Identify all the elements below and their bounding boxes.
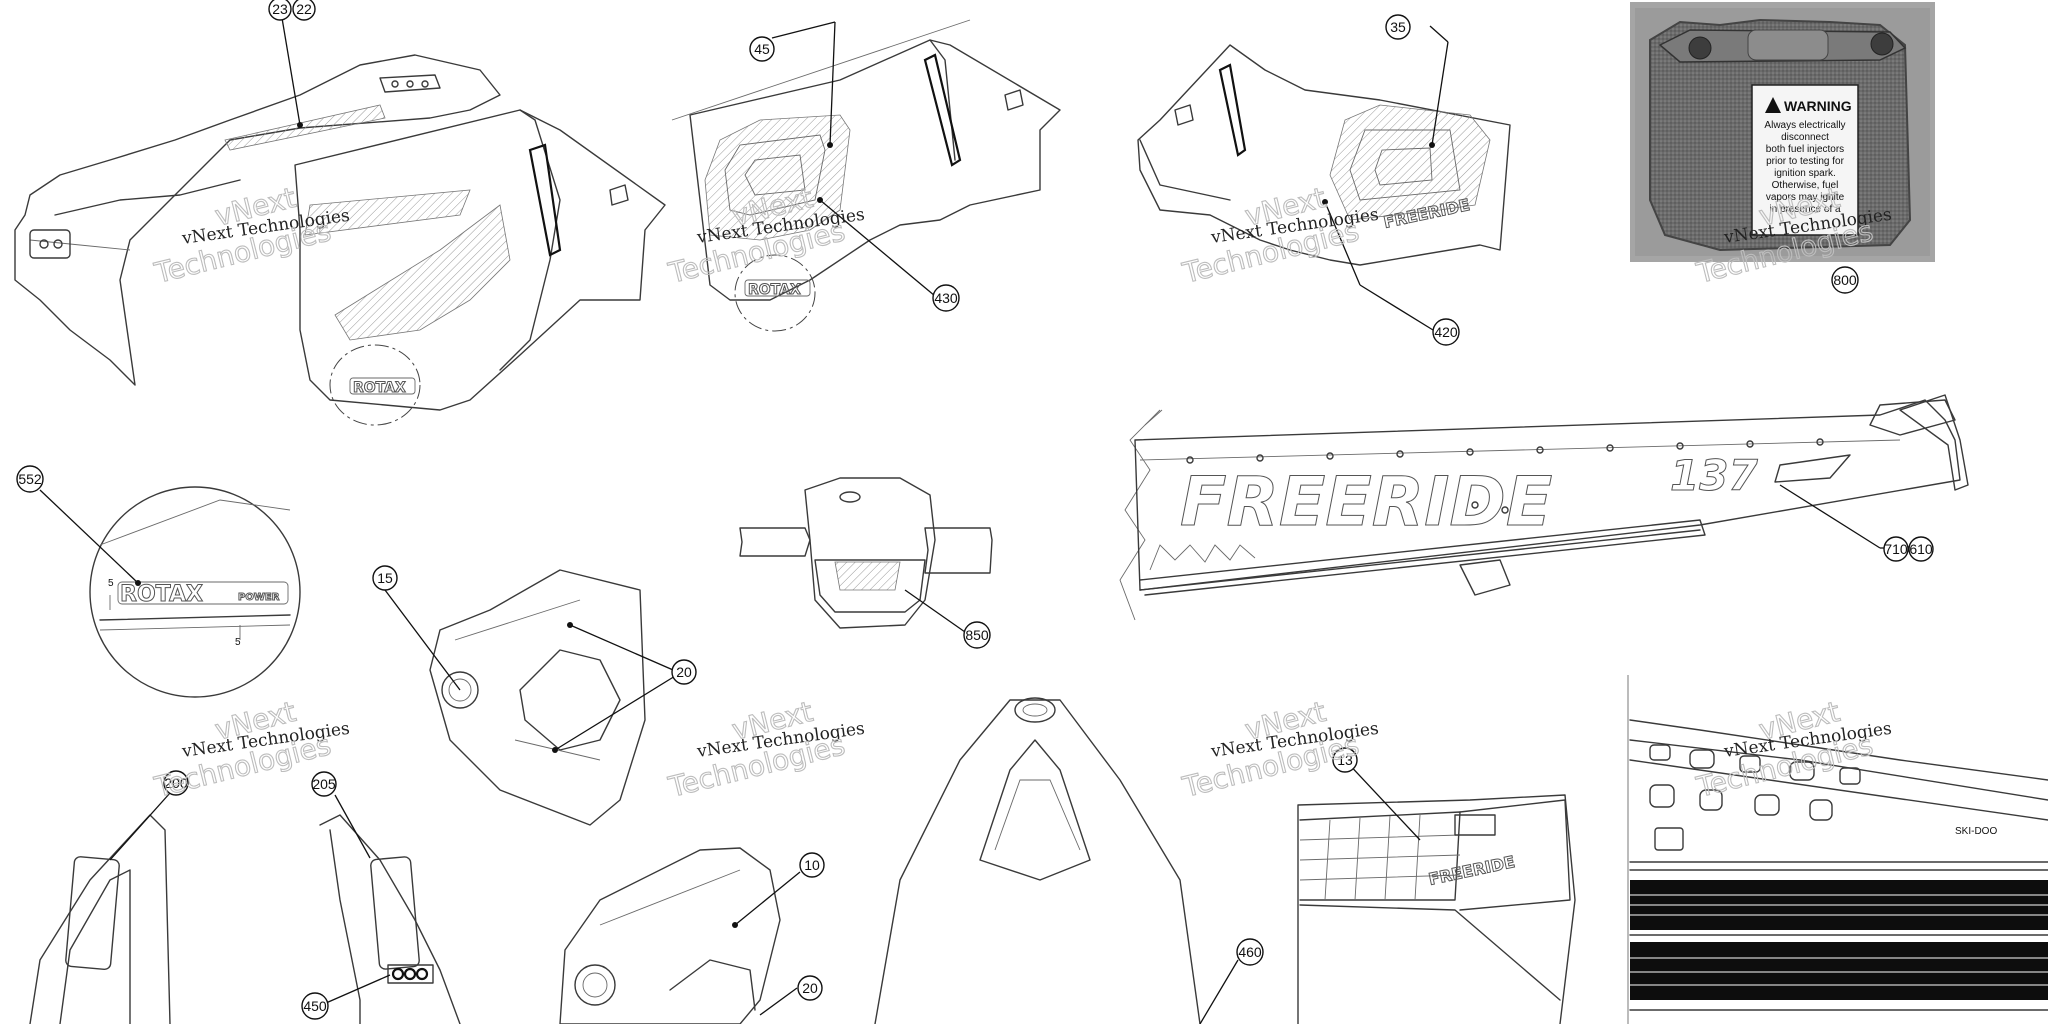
hood-side-panel-view: ROTAX 23 22 xyxy=(14,0,666,426)
callout-10: 10 xyxy=(799,852,825,878)
watermark-6: vNext Technologies Technologies vNext xyxy=(664,694,866,804)
svg-text:ROTAX: ROTAX xyxy=(748,282,801,298)
callout-200: 200 xyxy=(163,770,189,796)
ignition-coil-photo: WARNING Always electrically disconnect b… xyxy=(1630,2,1935,294)
svg-text:610: 610 xyxy=(1909,541,1933,557)
side-panel-lh-view: ROTAX 45 430 xyxy=(671,19,1061,332)
rotax-detail-text: ROTAX xyxy=(120,582,203,607)
svg-text:460: 460 xyxy=(1238,944,1262,960)
warning-line-3: both fuel injectors xyxy=(1766,144,1844,155)
callout-430: 430 xyxy=(932,284,960,312)
svg-text:200: 200 xyxy=(164,775,188,791)
rotax-detail-view: ROTAX POWER 5 5 552 xyxy=(16,465,301,698)
tunnel-top-holes xyxy=(1649,744,1861,821)
hood-top-view: 460 xyxy=(874,697,1264,1024)
callout-420: 420 xyxy=(1432,318,1460,346)
dimension-5-bottom: 5 xyxy=(235,637,241,648)
warning-line-7: vapors may ignite xyxy=(1766,192,1845,203)
rear-rack-view: FREERIDE 13 xyxy=(1297,747,1576,1024)
tunnel-top-view: SKI-DOO xyxy=(1627,675,2048,1024)
rotax-detail-power: POWER xyxy=(238,592,280,603)
svg-text:35: 35 xyxy=(1390,19,1406,35)
model-code-decal: 137 xyxy=(1670,451,1758,500)
dimension-5-left: 5 xyxy=(108,578,114,589)
callout-552: 552 xyxy=(16,465,44,493)
svg-text:205: 205 xyxy=(312,776,336,792)
warning-line-8: in presence of a xyxy=(1769,204,1841,215)
svg-text:420: 420 xyxy=(1434,324,1458,340)
callout-45: 45 xyxy=(749,36,775,62)
svg-text:800: 800 xyxy=(1833,272,1857,288)
ski-doo-decal: SKI-DOO xyxy=(1955,826,1997,837)
svg-text:850: 850 xyxy=(965,627,989,643)
freeride-decal-tunnel: FREERIDE xyxy=(1180,463,1552,542)
callout-22: 22 xyxy=(292,0,316,21)
svg-text:22: 22 xyxy=(296,1,312,17)
svg-text:552: 552 xyxy=(18,471,42,487)
callout-850: 850 xyxy=(963,621,991,649)
callout-35: 35 xyxy=(1385,14,1411,40)
watermark-1: vNext Technologies Technologies vNext xyxy=(150,180,351,290)
callout-710: 710 xyxy=(1883,536,1909,562)
tunnel-side-view: FREERIDE 137 710 610 xyxy=(1119,394,1969,621)
console-view-upper: 15 20 xyxy=(372,565,697,826)
freeride-decal-rack: FREERIDE xyxy=(1427,852,1517,889)
svg-text:45: 45 xyxy=(754,41,770,57)
warning-line-6: Otherwise, fuel xyxy=(1772,180,1839,191)
callout-23: 23 xyxy=(268,0,292,21)
svg-text:23: 23 xyxy=(272,1,288,17)
callout-450: 450 xyxy=(301,992,329,1020)
warning-line-2: disconnect xyxy=(1781,132,1829,143)
console-view-lower: 10 20 xyxy=(559,847,825,1024)
warning-line-1: Always electrically xyxy=(1764,120,1845,131)
warning-line-5: ignition spark. xyxy=(1774,168,1836,179)
callout-20-lower: 20 xyxy=(797,975,823,1001)
rotax-decal-lh: ROTAX xyxy=(744,279,811,299)
watermark-7: vNext Technologies Technologies vNext xyxy=(1178,694,1380,804)
lower-side-panels-view: 200 205 450 xyxy=(29,770,461,1024)
warning-label: WARNING Always electrically disconnect b… xyxy=(1751,84,1859,236)
svg-text:15: 15 xyxy=(377,570,393,586)
svg-text:10: 10 xyxy=(804,857,820,873)
svg-text:20: 20 xyxy=(802,980,818,996)
callout-13: 13 xyxy=(1332,747,1358,773)
svg-text:450: 450 xyxy=(303,998,327,1014)
svg-text:710: 710 xyxy=(1884,541,1908,557)
watermark-8: vNext Technologies Technologies vNext xyxy=(1692,694,1893,804)
callout-800: 800 xyxy=(1831,266,1859,294)
warning-title: WARNING xyxy=(1784,98,1852,114)
warning-line-4: prior to testing for xyxy=(1766,156,1844,167)
side-panel-rh-view: FREERIDE 35 420 xyxy=(1137,14,1511,346)
callout-20-upper: 20 xyxy=(671,659,697,685)
svg-text:430: 430 xyxy=(934,290,958,306)
rotax-decal-hood: ROTAX xyxy=(349,377,416,397)
rotax-decal-hood-text: ROTAX xyxy=(353,380,406,396)
tunnel-rivets xyxy=(1186,438,1824,514)
svg-text:20: 20 xyxy=(676,664,692,680)
svg-text:13: 13 xyxy=(1337,752,1353,768)
callout-205: 205 xyxy=(311,771,337,797)
callout-460: 460 xyxy=(1236,938,1264,966)
housing-view: 850 xyxy=(739,477,993,649)
callout-610: 610 xyxy=(1908,536,1934,562)
callout-15: 15 xyxy=(372,565,398,591)
